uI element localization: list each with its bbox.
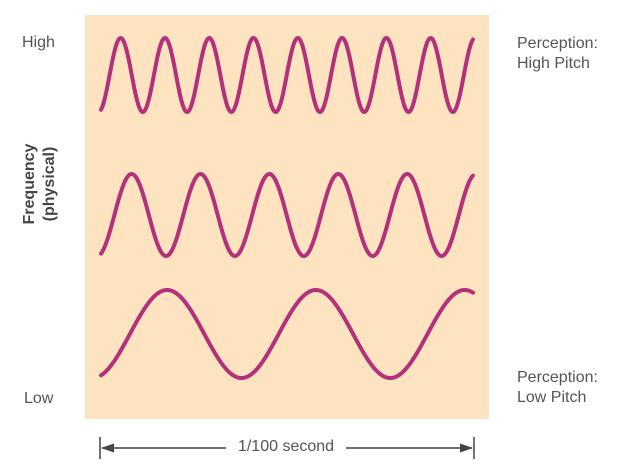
y-axis-title: Frequency (physical) <box>18 114 62 254</box>
high-label: High <box>22 34 55 51</box>
high-frequency-wave <box>99 36 475 114</box>
arrowhead-left <box>101 443 114 453</box>
low-frequency-wave <box>99 288 475 380</box>
perception-high-line1: Perception: <box>517 35 598 52</box>
arrowhead-right <box>460 443 473 453</box>
perception-high-label: Perception: High Pitch <box>517 34 598 74</box>
perception-low-line2: Low Pitch <box>517 389 587 406</box>
wave-canvas <box>85 15 489 419</box>
wave-panel <box>85 15 489 419</box>
perception-high-line2: High Pitch <box>517 55 590 72</box>
perception-low-line1: Perception: <box>517 369 598 386</box>
y-axis-title-text: Frequency (physical) <box>20 144 60 225</box>
time-span-label: 1/100 second <box>226 436 346 458</box>
y-axis-title-line2: (physical) <box>41 146 58 222</box>
perception-low-label: Perception: Low Pitch <box>517 368 598 408</box>
y-axis-title-line1: Frequency <box>21 143 38 225</box>
low-label: Low <box>24 390 54 407</box>
medium-frequency-wave <box>99 172 475 258</box>
